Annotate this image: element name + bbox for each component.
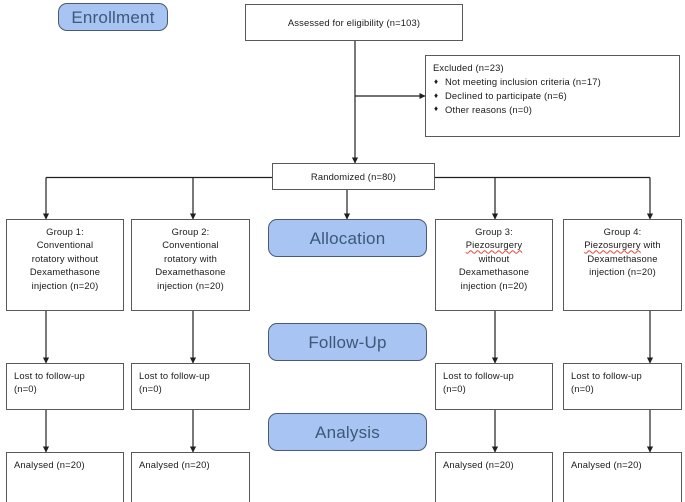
group-4-misspelled-word: Piezosurgery	[584, 239, 641, 251]
box-analysed-4: Analysed (n=20)	[563, 452, 682, 502]
group-2-line: Conventional	[162, 239, 219, 251]
excluded-reason-item: Declined to participate (n=6)	[433, 89, 672, 103]
box-group-3: Group 3: Piezosurgery without Dexamethas…	[435, 219, 553, 311]
stage-label-allocation: Allocation	[268, 219, 427, 257]
box-analysed-2: Analysed (n=20)	[131, 452, 250, 502]
group-4-line-misspelled: Piezosurgery with	[571, 238, 674, 251]
box-assessed-for-eligibility: Assessed for eligibility (n=103)	[245, 4, 463, 41]
group-2-heading: Group 2:	[171, 226, 210, 237]
stage-label-analysis: Analysis	[268, 413, 427, 451]
box-lost-followup-2: Lost to follow-up (n=0)	[131, 363, 250, 410]
assessed-text: Assessed for eligibility (n=103)	[287, 16, 421, 28]
group-2-line: rotatory with	[163, 252, 217, 264]
excluded-reason-item: Not meeting inclusion criteria (n=17)	[433, 75, 672, 89]
box-group-4: Group 4: Piezosurgery with Dexamethasone…	[563, 219, 682, 311]
excluded-reason-list: Not meeting inclusion criteria (n=17) De…	[433, 75, 672, 116]
box-lost-followup-3: Lost to follow-up (n=0)	[435, 363, 553, 410]
group-4-line: injection (n=20)	[589, 266, 656, 278]
stage-label-followup: Follow-Up	[268, 323, 427, 361]
group-3-line: injection (n=20)	[460, 279, 528, 291]
group-4-line-tail: with	[640, 239, 661, 251]
box-lost-followup-4: Lost to follow-up (n=0)	[563, 363, 682, 410]
lost-followup-3-count: (n=0)	[443, 383, 466, 395]
group-1-line: Conventional	[36, 239, 94, 251]
box-analysed-1: Analysed (n=20)	[6, 452, 124, 502]
group-3-heading: Group 3:	[475, 226, 513, 237]
group-4-heading: Group 4:	[603, 226, 642, 237]
lost-followup-1-count: (n=0)	[14, 383, 37, 395]
group-3-line: without	[478, 252, 510, 264]
group-1-line: rotatory without	[31, 252, 99, 264]
group-3-line: Dexamethasone	[458, 266, 530, 278]
group-4-line: Dexamethasone	[587, 252, 658, 264]
excluded-reason-item: Other reasons (n=0)	[433, 102, 672, 117]
analysed-4-text: Analysed (n=20)	[571, 459, 642, 470]
group-2-line: Dexamethasone	[155, 266, 226, 278]
box-excluded: Excluded (n=23) Not meeting inclusion cr…	[425, 55, 680, 137]
group-1-line: injection (n=20)	[31, 279, 99, 291]
lost-followup-1-line: Lost to follow-up	[14, 370, 85, 381]
lost-followup-2-line: Lost to follow-up	[139, 370, 210, 381]
group-3-line-misspelled: Piezosurgery	[465, 239, 523, 251]
excluded-title: Excluded (n=23)	[433, 62, 504, 73]
analysed-1-text: Analysed (n=20)	[14, 459, 85, 470]
analysed-2-text: Analysed (n=20)	[139, 459, 210, 470]
group-1-line: Dexamethasone	[29, 266, 101, 278]
lost-followup-4-line: Lost to follow-up	[571, 370, 642, 381]
box-randomized: Randomized (n=80)	[272, 163, 435, 190]
analysed-3-text: Analysed (n=20)	[443, 459, 514, 470]
group-1-heading: Group 1:	[46, 226, 84, 237]
box-group-1: Group 1: Conventional rotatory without D…	[6, 219, 124, 311]
lost-followup-2-count: (n=0)	[139, 383, 162, 395]
lost-followup-3-line: Lost to follow-up	[443, 370, 514, 381]
box-group-2: Group 2: Conventional rotatory with Dexa…	[131, 219, 250, 311]
box-analysed-3: Analysed (n=20)	[435, 452, 553, 502]
randomized-text: Randomized (n=80)	[310, 170, 397, 182]
lost-followup-4-count: (n=0)	[571, 383, 594, 395]
box-lost-followup-1: Lost to follow-up (n=0)	[6, 363, 124, 410]
stage-label-enrollment: Enrollment	[58, 3, 168, 31]
group-2-line: injection (n=20)	[157, 279, 224, 291]
